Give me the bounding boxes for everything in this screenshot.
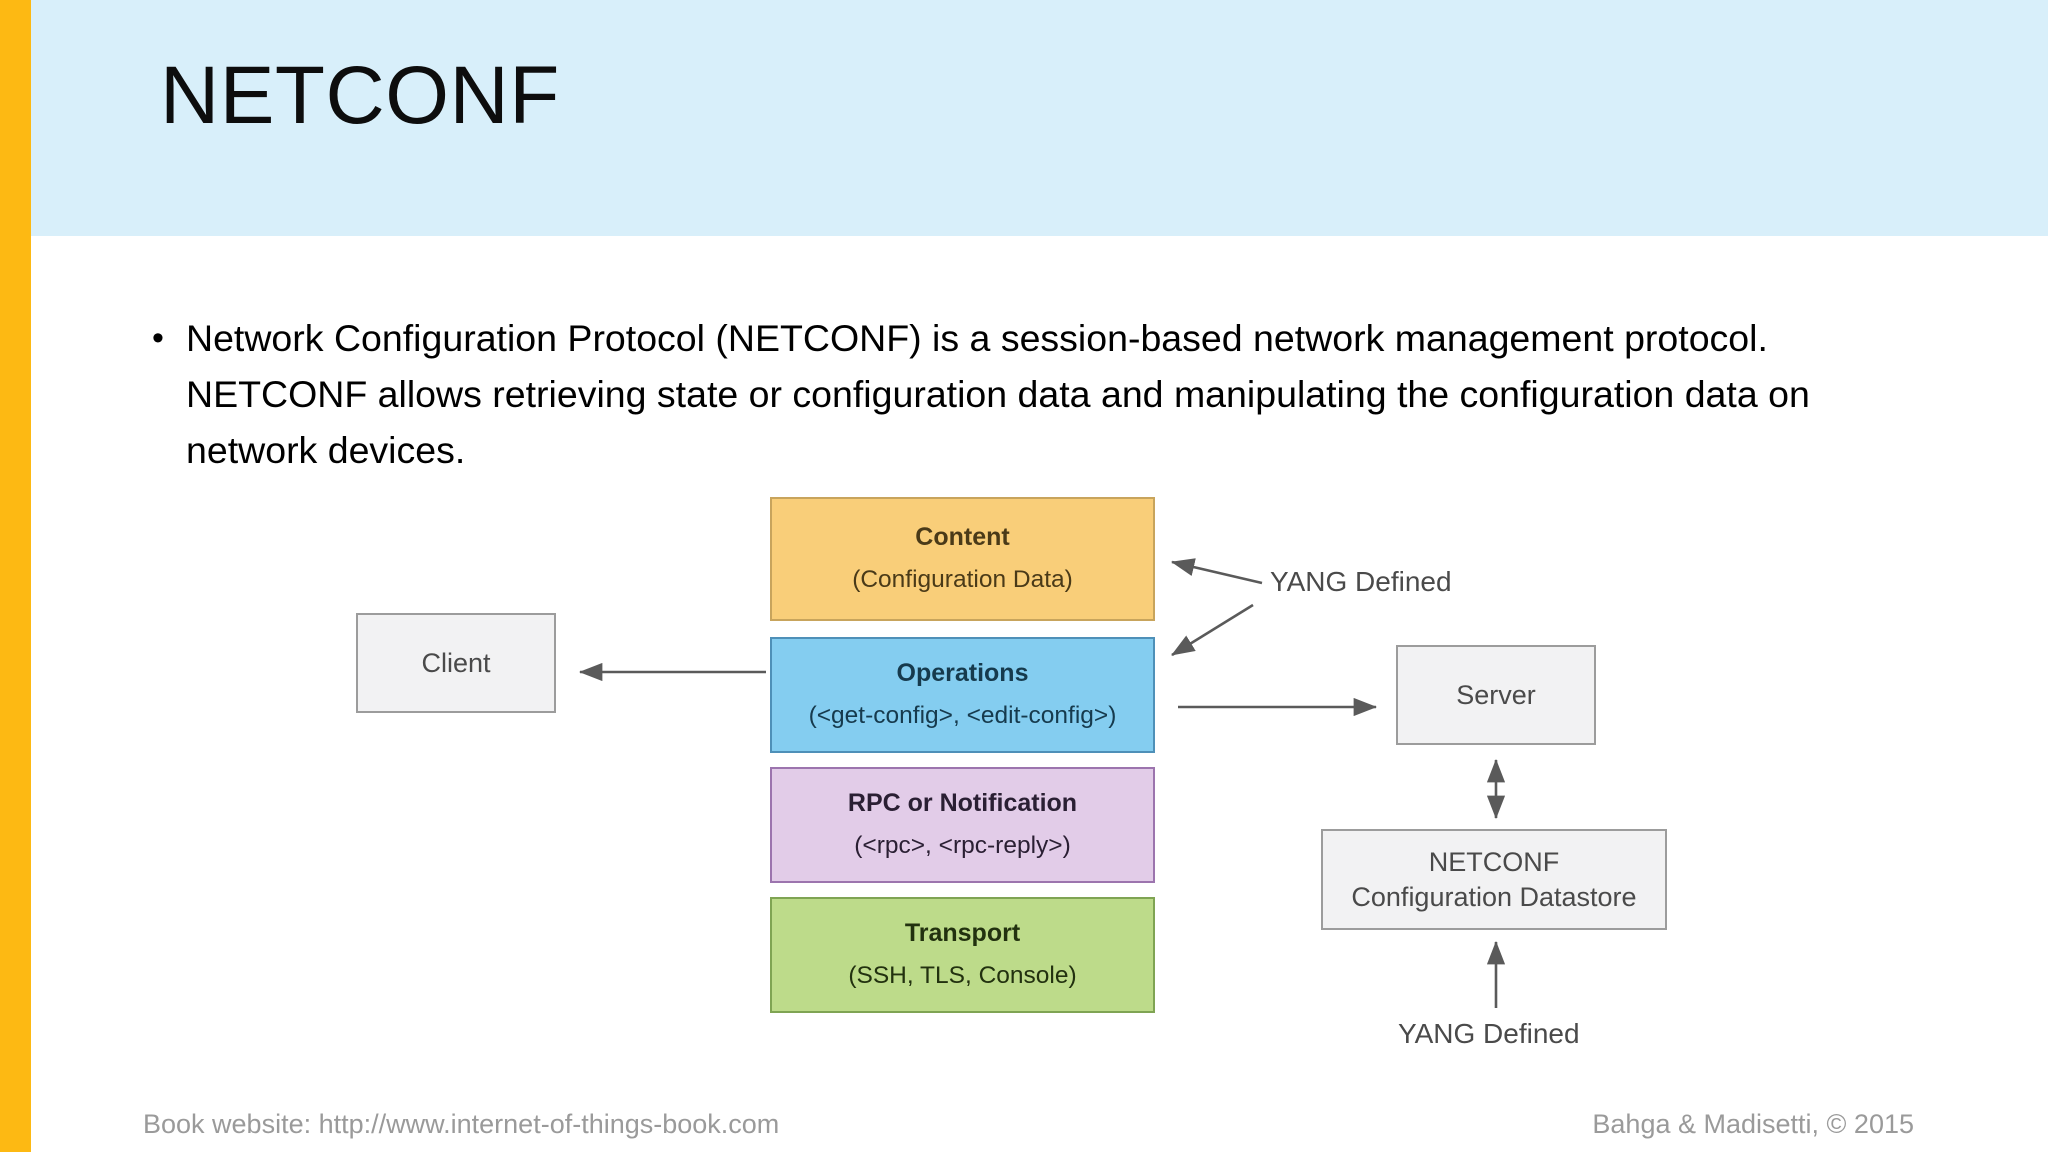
bullet-list: • Network Configuration Protocol (NETCON… [152,310,1842,478]
bullet-marker-icon: • [152,319,164,357]
netconf-configuration-datastore-box[interactable]: NETCONF Configuration Datastore [1321,829,1667,930]
stack-box-content[interactable]: Content (Configuration Data) [770,497,1155,621]
yang-defined-label-top: YANG Defined [1270,566,1452,597]
stack-box-rpc-subtitle: (<rpc>, <rpc-reply>) [854,832,1071,860]
client-box-label: Client [421,647,491,678]
client-box[interactable]: Client [356,613,556,713]
left-accent-bar [0,0,31,1152]
slide-header-band [31,0,2048,236]
stack-box-transport-title: Transport [904,919,1021,948]
server-box[interactable]: Server [1396,645,1596,745]
stack-box-operations-title: Operations [896,659,1029,688]
stack-box-content-subtitle: (Configuration Data) [852,566,1073,594]
page-title: NETCONF [160,50,560,141]
yang-defined-label-bottom: YANG Defined [1398,1018,1580,1049]
stack-box-content-title: Content [915,523,1010,552]
bullet-item-text: Network Configuration Protocol (NETCONF)… [186,317,1810,471]
stack-box-operations[interactable]: Operations (<get-config>, <edit-config>) [770,637,1155,753]
footer-book-website: Book website: http://www.internet-of-thi… [143,1109,780,1139]
stack-box-operations-subtitle: (<get-config>, <edit-config>) [808,702,1117,730]
stack-box-transport[interactable]: Transport (SSH, TLS, Console) [770,897,1155,1013]
datastore-label-line1: NETCONF [1428,846,1560,877]
server-box-label: Server [1456,679,1536,710]
arrow-yang-to-content [1170,558,1263,585]
stack-box-rpc-or-notification[interactable]: RPC or Notification (<rpc>, <rpc-reply>) [770,767,1155,883]
arrow-yang-to-operations [1171,603,1254,657]
stack-box-rpc-title: RPC or Notification [847,789,1078,818]
stack-box-transport-subtitle: (SSH, TLS, Console) [848,962,1077,990]
footer-copyright: Bahga & Madisetti, © 2015 [1592,1109,1914,1139]
datastore-label-line2: Configuration Datastore [1351,881,1637,912]
